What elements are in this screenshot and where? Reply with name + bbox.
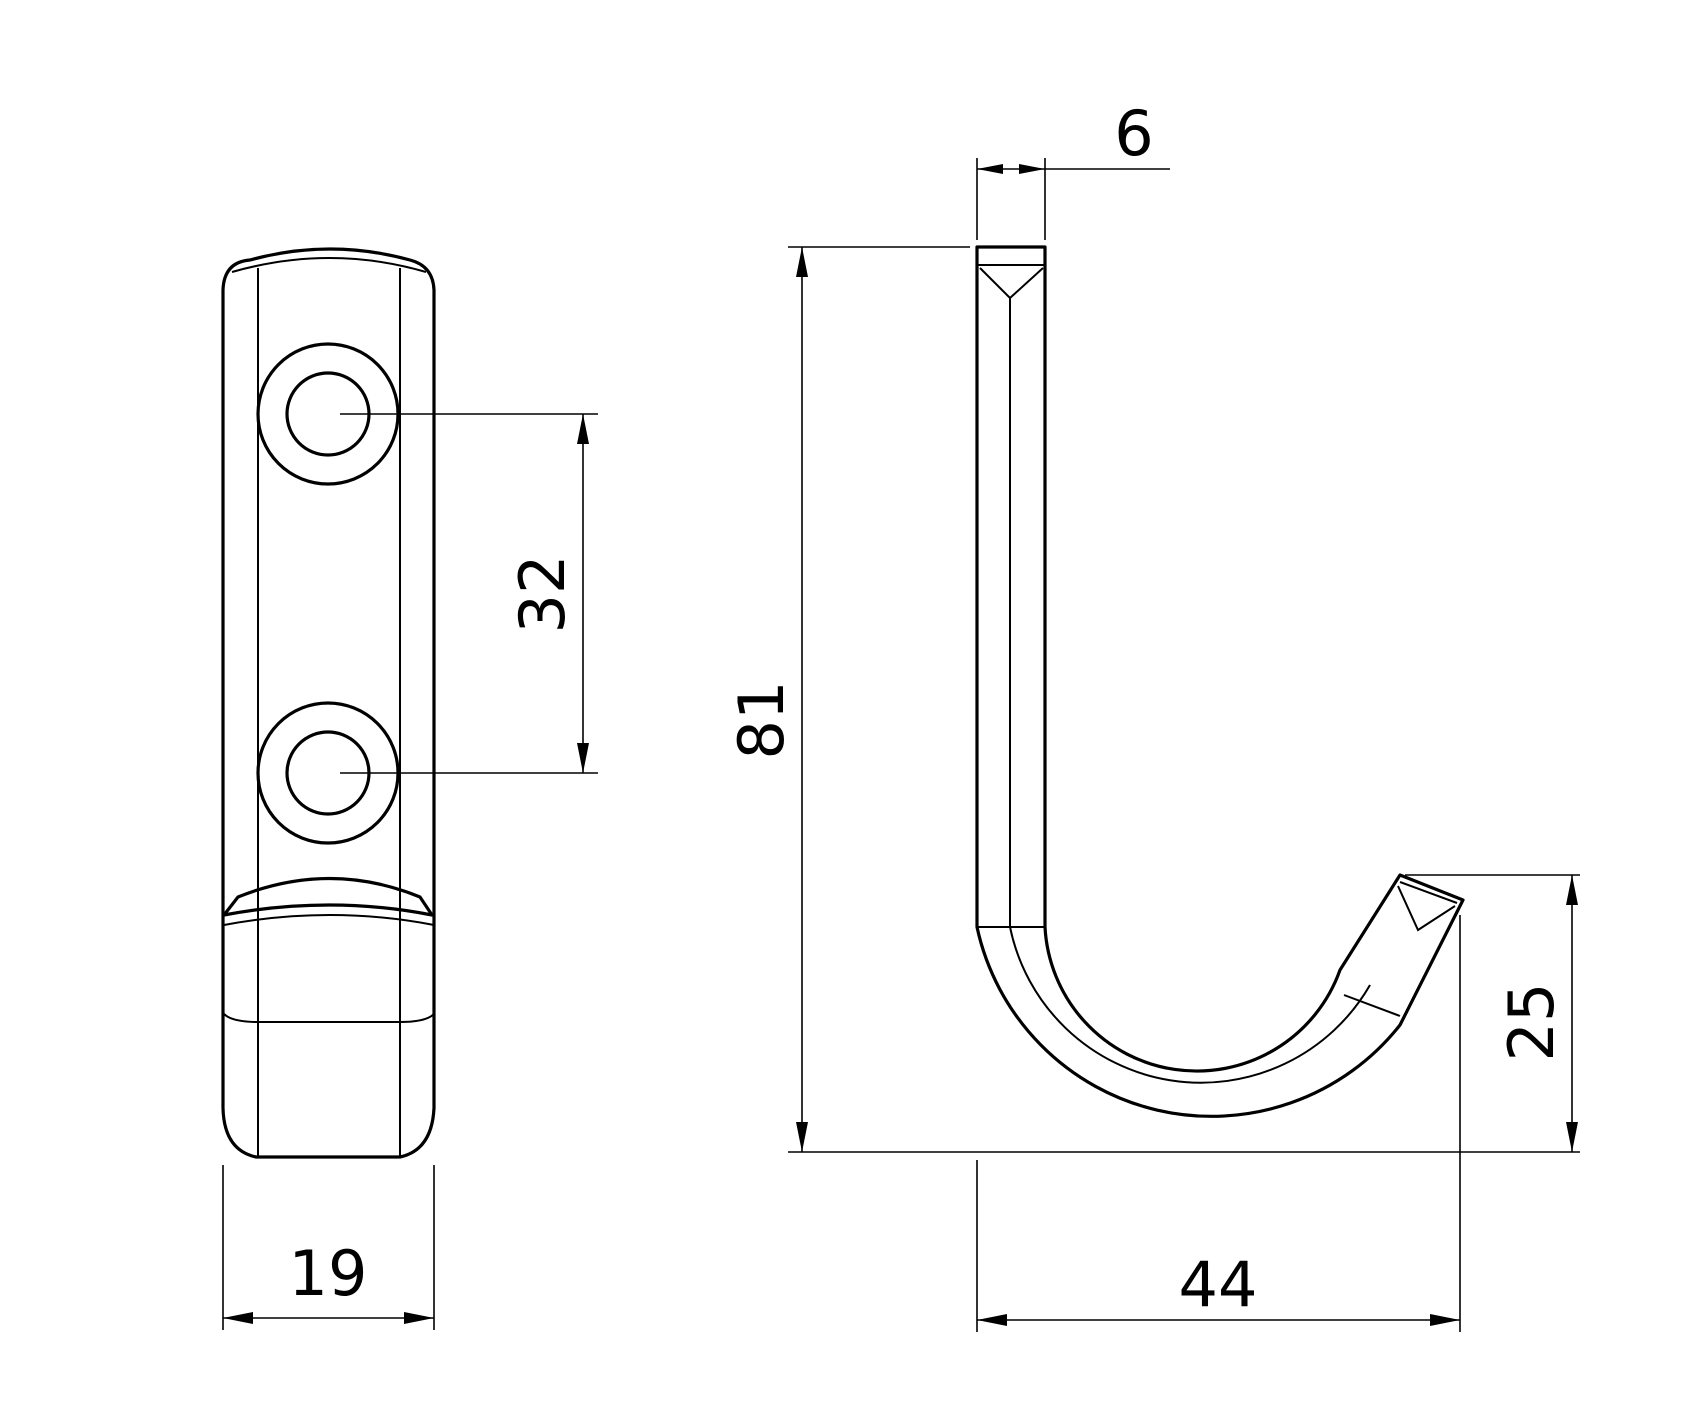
dim-25-arrow-top (1566, 875, 1578, 905)
dim-81-arrow-top (796, 247, 808, 277)
dim-32-arrow-top (577, 414, 589, 444)
dim-32-label: 32 (506, 555, 579, 634)
dim-19-arrow-left (223, 1312, 253, 1324)
dim-81-label: 81 (725, 681, 798, 760)
dim-19-arrow-right (404, 1312, 434, 1324)
dim-25-arrow-bottom (1566, 1122, 1578, 1152)
dimension-labels: 19 32 81 6 44 25 (289, 97, 1568, 1321)
dimension-lines (222, 158, 1580, 1332)
dim-19-label: 19 (289, 1237, 368, 1310)
dim-6-arrow-left (977, 164, 1003, 174)
dim-32-arrow-bottom (577, 743, 589, 773)
curve-middle-line (1009, 926, 1371, 1084)
side-view (975, 245, 1465, 1118)
dim-81-arrow-bottom (796, 1122, 808, 1152)
dim-44-label: 44 (1179, 1248, 1258, 1321)
front-view (221, 247, 436, 1159)
hook-stub-lower (223, 1013, 435, 1023)
dim-44-arrow-left (977, 1314, 1007, 1326)
hook-stub-band (223, 914, 435, 926)
bend-end-line (1343, 994, 1401, 1017)
hook-outline (975, 245, 1465, 1118)
dim-25-label: 25 (1495, 983, 1568, 1062)
front-view-outline (221, 247, 436, 1159)
hook-tip-face (1397, 881, 1458, 932)
dim-6-label: 6 (1114, 97, 1153, 170)
front-view-top-edge (231, 257, 427, 273)
dim-6-arrow-right (1019, 164, 1045, 174)
hook-stub-top (222, 876, 434, 917)
dim-44-arrow-right (1430, 1314, 1460, 1326)
rod-top-face (977, 264, 1045, 300)
